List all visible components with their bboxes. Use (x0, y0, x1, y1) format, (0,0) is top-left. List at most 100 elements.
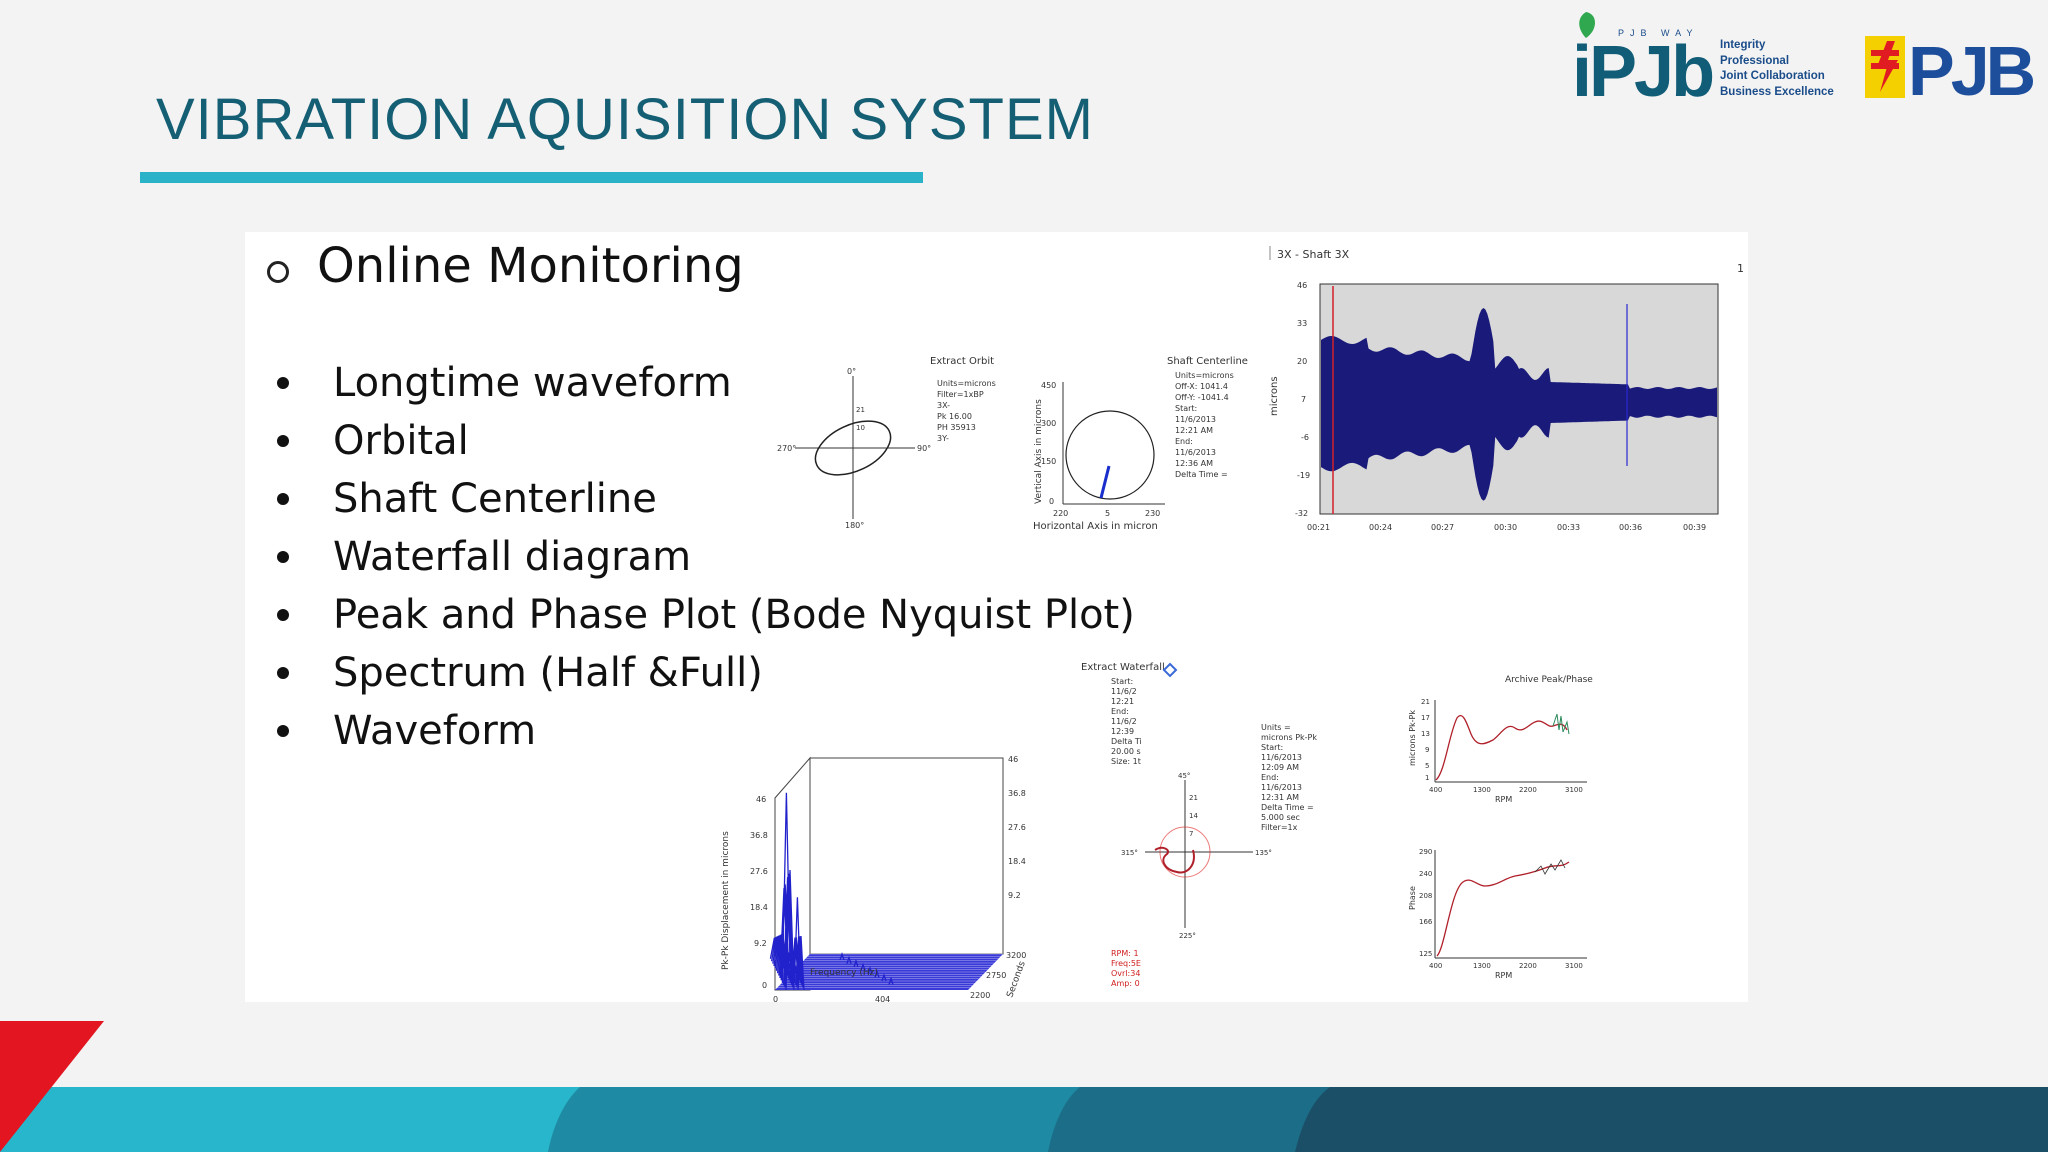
centerline-info-line: Start: (1175, 404, 1197, 413)
centerline-info-line: 12:21 AM (1175, 426, 1213, 435)
waterfall-right-tick: 18.4 (1008, 857, 1026, 866)
tagline-line: Joint Collaboration (1720, 70, 1825, 82)
polar-angle-left: 315° (1121, 849, 1138, 857)
bode-amp-trace (1435, 715, 1568, 781)
centerline-path (1099, 465, 1111, 499)
bullet-item: Shaft Centerline (273, 470, 1135, 528)
polar-info-line: microns Pk-Pk (1261, 733, 1317, 742)
waterfall-ylabel: Pk-Pk Displacement in microns (721, 831, 731, 970)
bode-amp-ylabel: microns Pk-Pk (1408, 710, 1417, 766)
centerline-info-line: End: (1175, 437, 1193, 446)
bullet-dot-icon (277, 435, 289, 447)
orbit-title: Extract Orbit (930, 356, 994, 367)
centerline-info-line: Off-Y: -1041.4 (1175, 393, 1229, 402)
waterfall-ytick: 0 (762, 981, 767, 990)
footer-band-light (0, 1087, 580, 1152)
waterfall-depth-tick: 3200 (1006, 951, 1026, 960)
waveform-ytick: -6 (1301, 433, 1309, 442)
bullet-item: Orbital (273, 412, 1135, 470)
bullet-item: Peak and Phase Plot (Bode Nyquist Plot) (273, 586, 1135, 644)
expand-icon (1162, 662, 1178, 678)
tagline-line: Business Excellence (1720, 85, 1834, 98)
section-heading: Online Monitoring (267, 238, 744, 294)
centerline-clearance-circle (1065, 410, 1155, 500)
waterfall-title: Extract Waterfall (1081, 662, 1165, 673)
bode-amp-trace-green (1552, 713, 1570, 735)
waveform-ylabel: microns (1269, 376, 1280, 416)
bullet-dot-icon (277, 725, 289, 737)
waterfall-info-line: End: (1111, 707, 1129, 716)
waveform-xtick: 00:30 (1494, 523, 1517, 532)
waveform-xtick: 00:33 (1557, 523, 1580, 532)
bullet-item: Waterfall diagram (273, 528, 1135, 586)
centerline-info-line: 11/6/2013 (1175, 415, 1216, 424)
waterfall-info-line: 12:21 (1111, 697, 1134, 706)
polar-info-line: Units = (1261, 723, 1291, 732)
waveform-ytick: 20 (1297, 357, 1307, 366)
orbit-angle-left: 270° (777, 444, 796, 453)
footer-red-triangle (0, 1021, 104, 1152)
centerline-xtick: 230 (1145, 509, 1160, 518)
bullet-dot-icon (277, 493, 289, 505)
waveform-xtick: 00:27 (1431, 523, 1454, 532)
leaf-icon (1579, 12, 1595, 38)
waveform-corner-label: 1 (1737, 262, 1744, 275)
bode-amp-xlabel: RPM (1495, 795, 1512, 804)
bullet-text: Longtime waveform (333, 360, 732, 406)
polar-tick: 14 (1189, 812, 1198, 820)
waterfall-ytick: 9.2 (754, 939, 767, 948)
polar-angle-top: 45° (1178, 772, 1190, 780)
bode-amp-xtick: 400 (1429, 786, 1442, 794)
waterfall-peak-traces (769, 792, 894, 991)
bode-phase-xtick: 3100 (1565, 962, 1583, 970)
polar-ring (1159, 826, 1211, 878)
bode-phase-ytick: 290 (1419, 848, 1432, 856)
centerline-info-line: 12:36 AM (1175, 459, 1213, 468)
waveform-plot: 3X - Shaft 3X 1 microns 46 33 20 7 -6 -1… (1265, 246, 1745, 546)
polar-info-line: 12:31 AM (1261, 793, 1299, 802)
bullet-text: Waveform (333, 708, 537, 754)
waveform-ytick: -19 (1297, 471, 1310, 480)
waterfall-ytick: 46 (756, 795, 766, 804)
centerline-info-line: Units=microns (1175, 371, 1234, 380)
waterfall-info-line: Start: (1111, 677, 1133, 686)
orbit-info-line: 3X- (937, 401, 950, 410)
orbit-info-line: Units=microns (937, 379, 996, 388)
polar-angle-right: 135° (1255, 849, 1272, 857)
bullet-list: Longtime waveform Orbital Shaft Centerli… (273, 354, 1135, 760)
centerline-info-line: Delta Time = (1175, 470, 1228, 479)
polar-tick: 21 (1189, 794, 1198, 802)
polar-info-line: Filter=1x (1261, 823, 1298, 832)
waterfall-xtick: 0 (773, 995, 778, 1002)
waveform-ytick: 33 (1297, 319, 1307, 328)
waterfall-right-tick: 9.2 (1008, 891, 1021, 900)
waterfall-depth-label: Seconds (1005, 960, 1027, 999)
lightning-icon (1877, 41, 1898, 92)
bode-phase-xtick: 1300 (1473, 962, 1491, 970)
bullet-item: Waveform (273, 702, 1135, 760)
centerline-plot: Shaft Centerline Vertical Axis in micron… (1025, 354, 1275, 532)
bode-phase-xtick: 400 (1429, 962, 1442, 970)
ipjb-tagline: Integrity Professional Joint Collaborati… (1720, 38, 1834, 100)
polar-info-line: 12:09 AM (1261, 763, 1299, 772)
polar-info-line: Start: (1261, 743, 1283, 752)
waterfall-info-line: 11/6/2 (1111, 687, 1137, 696)
waterfall-depth-tick: 2200 (970, 991, 990, 1000)
bode-amp-xtick: 3100 (1565, 786, 1583, 794)
waterfall-ytick: 36.8 (750, 831, 768, 840)
polar-info-line: Delta Time = (1261, 803, 1314, 812)
waterfall-info-line: Size: 1t (1111, 757, 1141, 766)
bode-title: Archive Peak/Phase (1505, 675, 1593, 685)
waterfall-right-tick: 27.6 (1008, 823, 1026, 832)
polar-legend-line: RPM: 1 (1111, 949, 1139, 958)
waterfall-info-line: Delta Ti (1111, 737, 1142, 746)
bullet-item: Spectrum (Half &Full) (273, 644, 1135, 702)
polar-legend-line: Freq:5E (1111, 959, 1141, 968)
section-title: Online Monitoring (317, 238, 744, 294)
bode-phase-ytick: 208 (1419, 892, 1432, 900)
orbit-info-line: PH 35913 (937, 423, 976, 432)
polar-tick: 7 (1189, 830, 1193, 838)
bode-amp-ytick: 1 (1425, 774, 1429, 782)
title-underline (140, 172, 923, 183)
bode-phase-trace-dark (1534, 859, 1566, 875)
